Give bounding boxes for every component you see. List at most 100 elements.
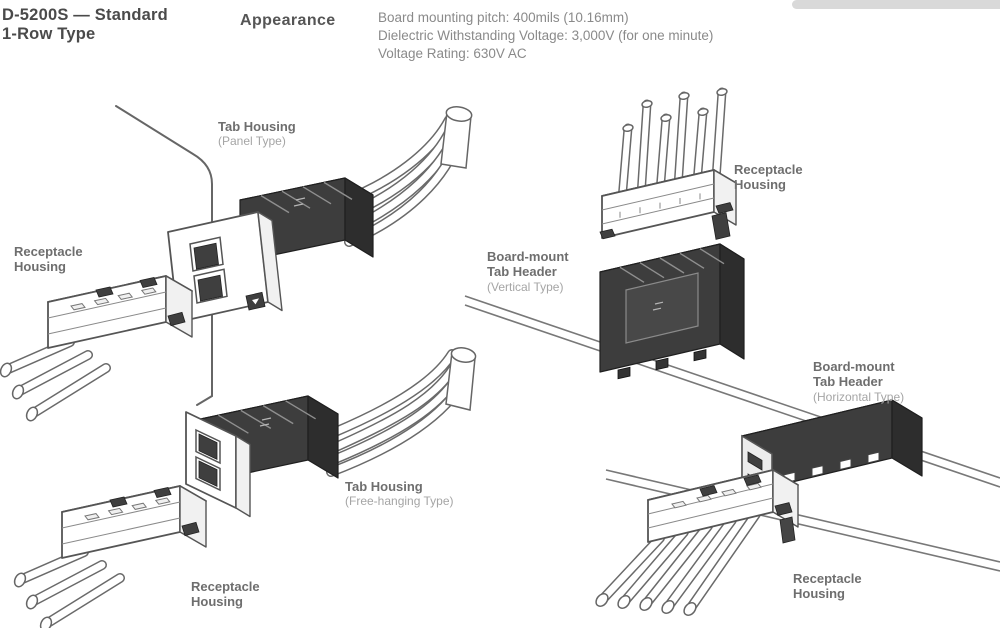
tab-housing-panel-type xyxy=(167,106,473,323)
rib-line xyxy=(285,400,316,420)
board-edge-line xyxy=(605,469,1000,563)
rib-line xyxy=(218,414,249,434)
solder-tab xyxy=(811,464,824,477)
logo-mark xyxy=(259,417,272,427)
latch xyxy=(711,212,731,240)
solder-tab xyxy=(867,451,880,464)
latch xyxy=(95,286,114,298)
rib-line xyxy=(639,262,665,279)
flange-edge xyxy=(257,211,283,312)
mating-plate-edge xyxy=(235,435,251,518)
logo-mark xyxy=(652,301,664,311)
logo-mark xyxy=(293,197,306,207)
receptacle-housing-bottom-left xyxy=(13,486,206,628)
leg xyxy=(693,349,707,362)
detail-line xyxy=(619,193,701,218)
wire-core xyxy=(331,350,456,436)
pin-core xyxy=(694,109,706,186)
label-receptacle-left: Receptacle Housing xyxy=(14,244,83,275)
mounting-panel xyxy=(115,105,213,406)
latch xyxy=(774,502,793,516)
receptacle-housing-bottom-right xyxy=(595,469,799,617)
solder-tab xyxy=(839,458,852,471)
contact-window xyxy=(721,488,737,497)
pin-core xyxy=(675,93,687,190)
detail-line xyxy=(47,307,167,335)
series-title-line2: 1-Row Type xyxy=(2,24,96,43)
contact-window xyxy=(93,297,110,306)
label-board-mount-horizontal: Board-mount Tab Header (Horizontal Type) xyxy=(813,359,905,404)
receptacle-housing-top-right xyxy=(599,87,737,240)
wire-core xyxy=(642,522,712,608)
mating-slot xyxy=(747,451,763,471)
detail-line xyxy=(601,197,715,225)
rib-line xyxy=(262,404,294,425)
contact-window xyxy=(117,292,134,300)
wire-core xyxy=(686,510,760,613)
rib-line xyxy=(302,186,332,205)
latch xyxy=(167,311,186,327)
receptacle-housing-left xyxy=(0,275,193,422)
spec-line: Voltage Rating: 630V AC xyxy=(378,45,527,61)
rib-line xyxy=(240,409,272,430)
side-face xyxy=(891,399,923,477)
rib-line xyxy=(260,195,290,214)
detail-line xyxy=(601,183,715,211)
latch xyxy=(599,228,616,240)
wire-bundle-cap xyxy=(450,347,477,363)
spec-line: Board mounting pitch: 400mils (10.16mm) xyxy=(378,10,629,25)
wire-end-cap xyxy=(595,592,609,608)
rib-line xyxy=(659,257,685,274)
page-edge-artifact xyxy=(792,0,1000,9)
wire-core xyxy=(14,351,92,396)
wire-end-cap xyxy=(661,599,675,615)
spec-line: Dielectric Withstanding Voltage: 3,000V … xyxy=(378,27,714,43)
mating-hole-inner xyxy=(198,433,218,461)
latch xyxy=(779,516,796,544)
wire-core xyxy=(598,534,664,604)
latch xyxy=(699,485,718,497)
pin-cap xyxy=(716,87,728,97)
rib-line xyxy=(323,181,353,200)
mating-hole-inner xyxy=(193,242,219,270)
label-tab-housing-free: Tab Housing (Free-hanging Type) xyxy=(345,479,454,509)
label-board-mount-vertical: Board-mount Tab Header (Vertical Type) xyxy=(487,249,569,294)
wire-end-cap xyxy=(683,601,697,617)
wire-end-cap xyxy=(11,384,25,400)
label-tab-housing-panel: Tab Housing (Panel Type) xyxy=(218,119,296,149)
detail-line xyxy=(47,291,167,319)
section-title: Appearance xyxy=(240,12,336,29)
pin-core xyxy=(638,101,650,199)
wire-core xyxy=(620,528,688,606)
pin-core xyxy=(657,115,669,195)
wire-core xyxy=(2,338,74,374)
pin-cap xyxy=(678,91,690,101)
side-face xyxy=(344,177,374,258)
wire-end-cap xyxy=(617,594,631,610)
wire-core xyxy=(664,516,736,611)
tab-housing-free-hanging-type xyxy=(185,347,477,518)
latch xyxy=(743,474,762,486)
latch xyxy=(715,202,734,214)
mating-hole-inner xyxy=(197,274,223,302)
detail-line xyxy=(647,497,774,529)
latch xyxy=(139,277,158,288)
wire-end-cap xyxy=(0,362,13,378)
series-title-line1: D-5200S — Standard xyxy=(2,6,168,24)
pin-cap xyxy=(622,123,634,133)
leg xyxy=(655,357,669,371)
spec-list: Board mounting pitch: 400mils (10.16mm) … xyxy=(378,9,713,62)
label-receptacle-top-right: Receptacle Housing xyxy=(734,162,803,193)
rib-line xyxy=(619,266,645,283)
side-face xyxy=(307,395,339,479)
contact-window xyxy=(671,500,687,509)
wire-end-cap xyxy=(25,406,39,422)
wire-end-cap xyxy=(639,596,653,612)
contact-window xyxy=(70,303,86,311)
wire-core xyxy=(28,364,110,418)
side-face xyxy=(719,243,745,360)
pin-core xyxy=(713,89,725,182)
rib-line xyxy=(699,248,725,265)
leg xyxy=(617,366,631,380)
